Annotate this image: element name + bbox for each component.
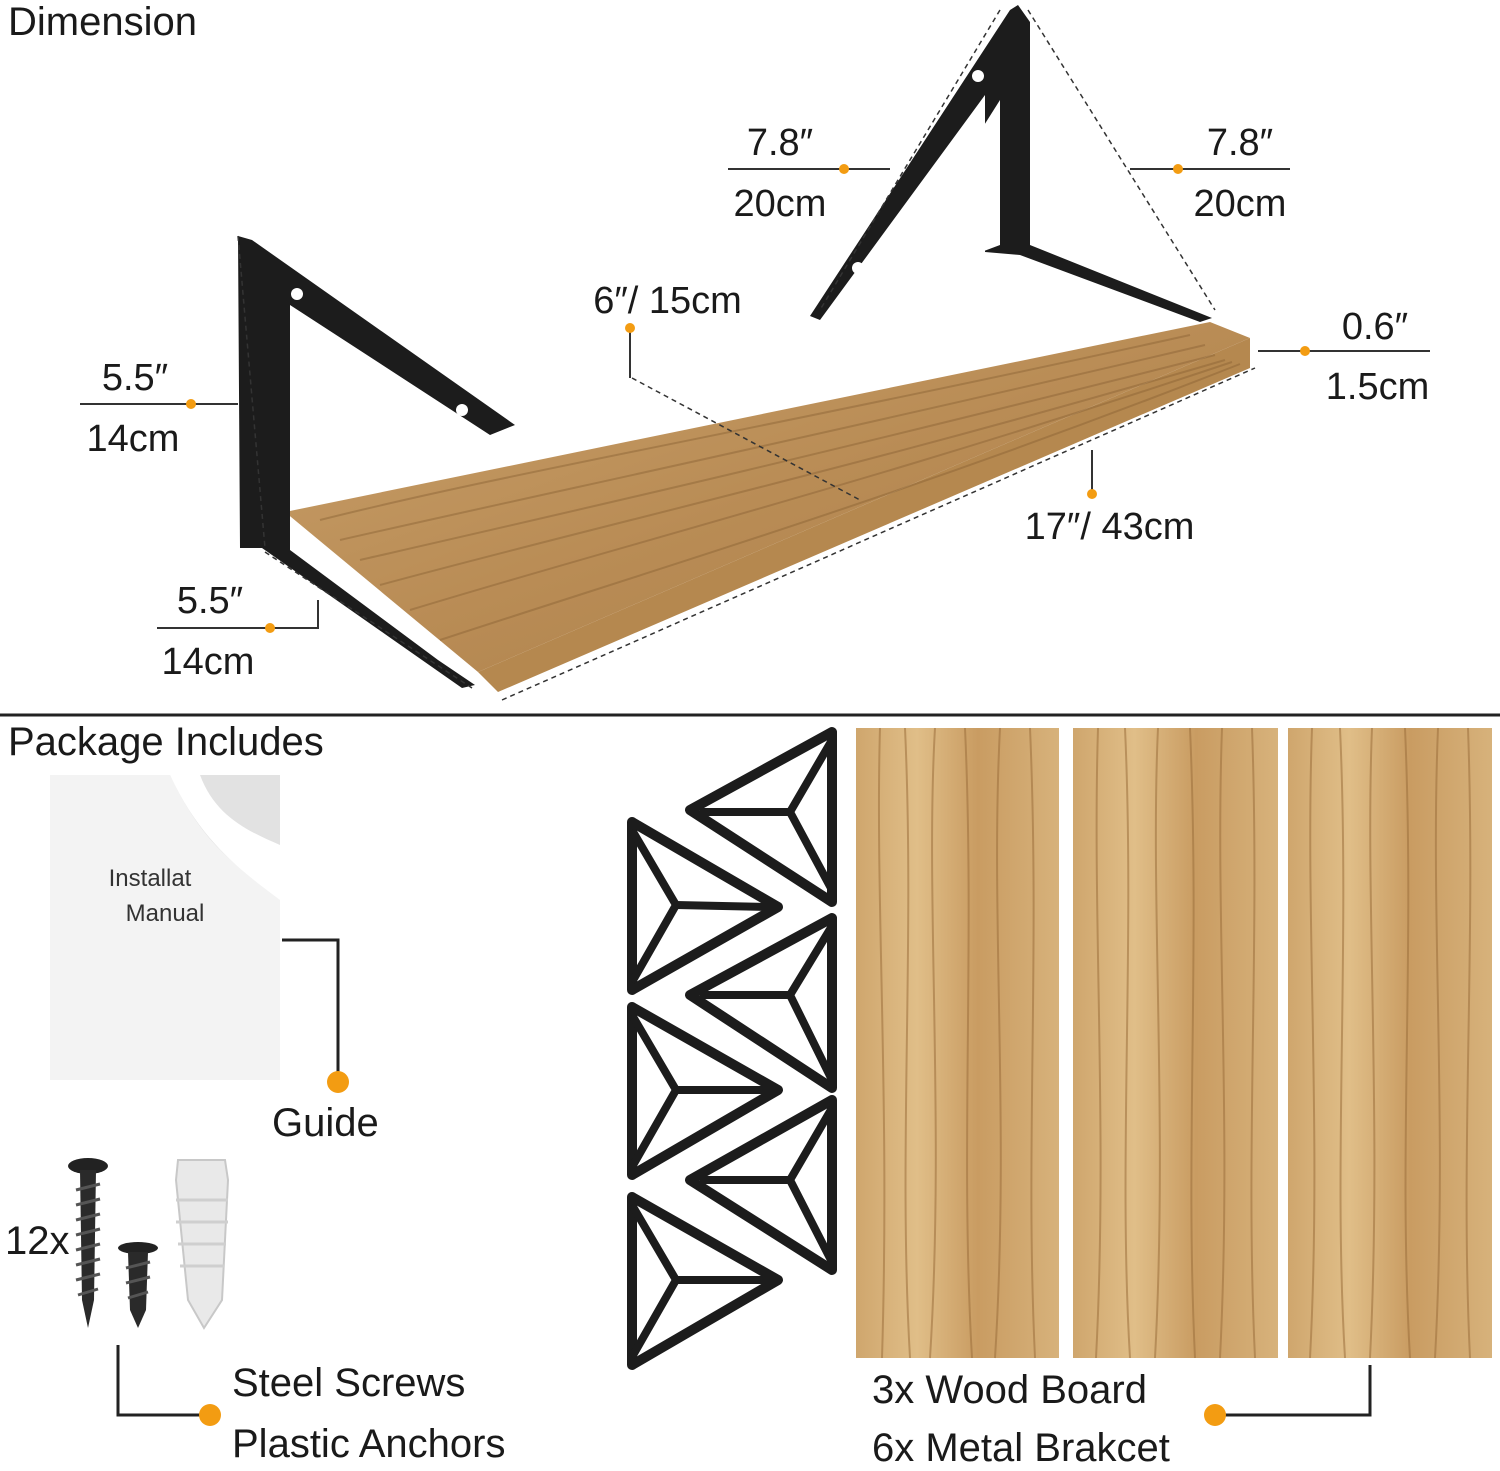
assembled-shelf bbox=[80, 5, 1430, 701]
dim-dot bbox=[1173, 164, 1183, 174]
guide-label: Guide bbox=[272, 1101, 379, 1145]
screws-label-line2: Plastic Anchors bbox=[232, 1422, 506, 1466]
screws-label-line1: Steel Screws bbox=[232, 1361, 466, 1405]
shelf-board-top bbox=[285, 322, 1250, 672]
installation-manual-image bbox=[50, 775, 280, 1080]
screws-count: 12x bbox=[5, 1219, 70, 1263]
dim-left-height-inch: 5.5″ bbox=[101, 357, 169, 399]
dim-bracket-side-right-cm: 20cm bbox=[1193, 183, 1287, 225]
manual-label-line1: Installat bbox=[108, 865, 192, 892]
wood-boards bbox=[856, 727, 1492, 1359]
right-bracket bbox=[810, 5, 1212, 322]
dim-bracket-side-left-cm: 20cm bbox=[733, 183, 827, 225]
wood-board bbox=[1288, 728, 1492, 1358]
screws-and-anchor bbox=[68, 1158, 230, 1330]
dim-left-depth-cm: 14cm bbox=[161, 641, 255, 683]
wood-board bbox=[856, 728, 1059, 1358]
dim-dot bbox=[1300, 346, 1310, 356]
left-bracket bbox=[238, 236, 515, 688]
dim-left-height-cm: 14cm bbox=[86, 418, 180, 460]
dim-bracket-side-left-inch: 7.8″ bbox=[746, 122, 814, 164]
dim-dot bbox=[625, 323, 635, 333]
dim-board-thickness-cm: 1.5cm bbox=[1325, 366, 1430, 408]
wood-board bbox=[1073, 728, 1278, 1358]
dim-left-depth-inch: 5.5″ bbox=[176, 580, 244, 622]
dim-dot bbox=[186, 399, 196, 409]
metal-brackets bbox=[627, 727, 837, 1370]
package-title: Package Includes bbox=[8, 720, 324, 764]
manual-label-line2: Manual bbox=[125, 900, 205, 927]
dim-board-length: 17″/ 43cm bbox=[1024, 506, 1195, 548]
dim-board-depth: 6″/ 15cm bbox=[593, 280, 742, 322]
dim-dot bbox=[265, 623, 275, 633]
shelf-board-edge bbox=[478, 338, 1250, 692]
boards-label-line2: 6x Metal Brakcet bbox=[872, 1426, 1170, 1470]
dim-bracket-side-right-inch: 7.8″ bbox=[1206, 122, 1274, 164]
boards-label-line1: 3x Wood Board bbox=[872, 1368, 1147, 1412]
dim-board-thickness-inch: 0.6″ bbox=[1341, 306, 1409, 348]
dimension-title: Dimension bbox=[8, 0, 197, 44]
dim-dot bbox=[1087, 489, 1097, 499]
dim-dot bbox=[839, 164, 849, 174]
